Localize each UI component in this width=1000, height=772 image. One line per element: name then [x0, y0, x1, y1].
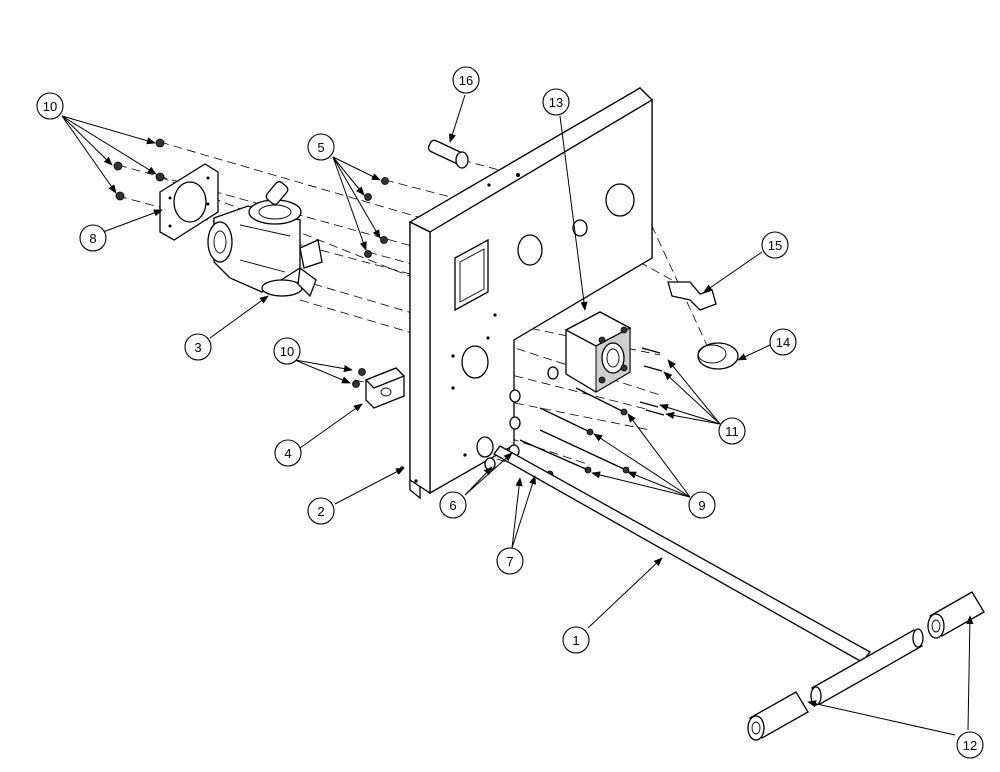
callout-11: 11 [718, 417, 746, 445]
long-bolts [517, 387, 630, 478]
mounting-panel [400, 87, 654, 500]
enclosure-box [564, 311, 632, 393]
hose-fitting [427, 139, 469, 169]
callout-14: 14 [769, 328, 797, 356]
callout-15: 15 [761, 231, 789, 259]
callout-label: 15 [768, 238, 782, 253]
callout-4: 4 [274, 439, 302, 467]
callout-label: 10 [43, 99, 57, 114]
callout-8: 8 [79, 224, 107, 252]
panel-screws [364, 177, 389, 258]
callout-12: 12 [956, 731, 984, 759]
t-handle-rod [493, 445, 924, 706]
callout-label: 2 [317, 504, 324, 519]
callout-9: 9 [688, 491, 716, 519]
callout-13: 13 [542, 88, 570, 116]
callout-10-lower: 10 [273, 337, 301, 365]
leader-arrows [61, 94, 974, 736]
callout-label: 5 [317, 140, 324, 155]
callout-1: 1 [562, 626, 590, 654]
callout-label: 1 [572, 633, 579, 648]
handle-grips [747, 591, 985, 741]
callout-label: 10 [280, 344, 294, 359]
mounting-block [364, 367, 406, 409]
callout-label: 14 [776, 335, 790, 350]
callout-6: 6 [439, 491, 467, 519]
callout-label: 4 [284, 446, 291, 461]
callout-label: 16 [459, 73, 473, 88]
callout-label: 3 [194, 340, 201, 355]
callout-3: 3 [184, 333, 212, 361]
callout-label: 6 [449, 498, 456, 513]
small-screws [639, 347, 665, 416]
callout-label: 13 [549, 95, 563, 110]
valve-assembly [207, 181, 323, 298]
callout-7: 7 [496, 547, 524, 575]
gasket-plate [159, 163, 219, 241]
callout-label: 9 [698, 498, 705, 513]
elbow-fitting [572, 219, 717, 311]
hole-plug [697, 342, 739, 370]
hex-nuts [113, 138, 366, 388]
callout-10-top: 10 [36, 92, 64, 120]
callout-2: 2 [307, 497, 335, 525]
callout-label: 12 [963, 738, 977, 753]
callout-label: 8 [89, 231, 96, 246]
callout-5: 5 [307, 133, 335, 161]
callout-label: 11 [725, 424, 739, 439]
callout-label: 7 [506, 554, 513, 569]
callout-16: 16 [452, 66, 480, 94]
